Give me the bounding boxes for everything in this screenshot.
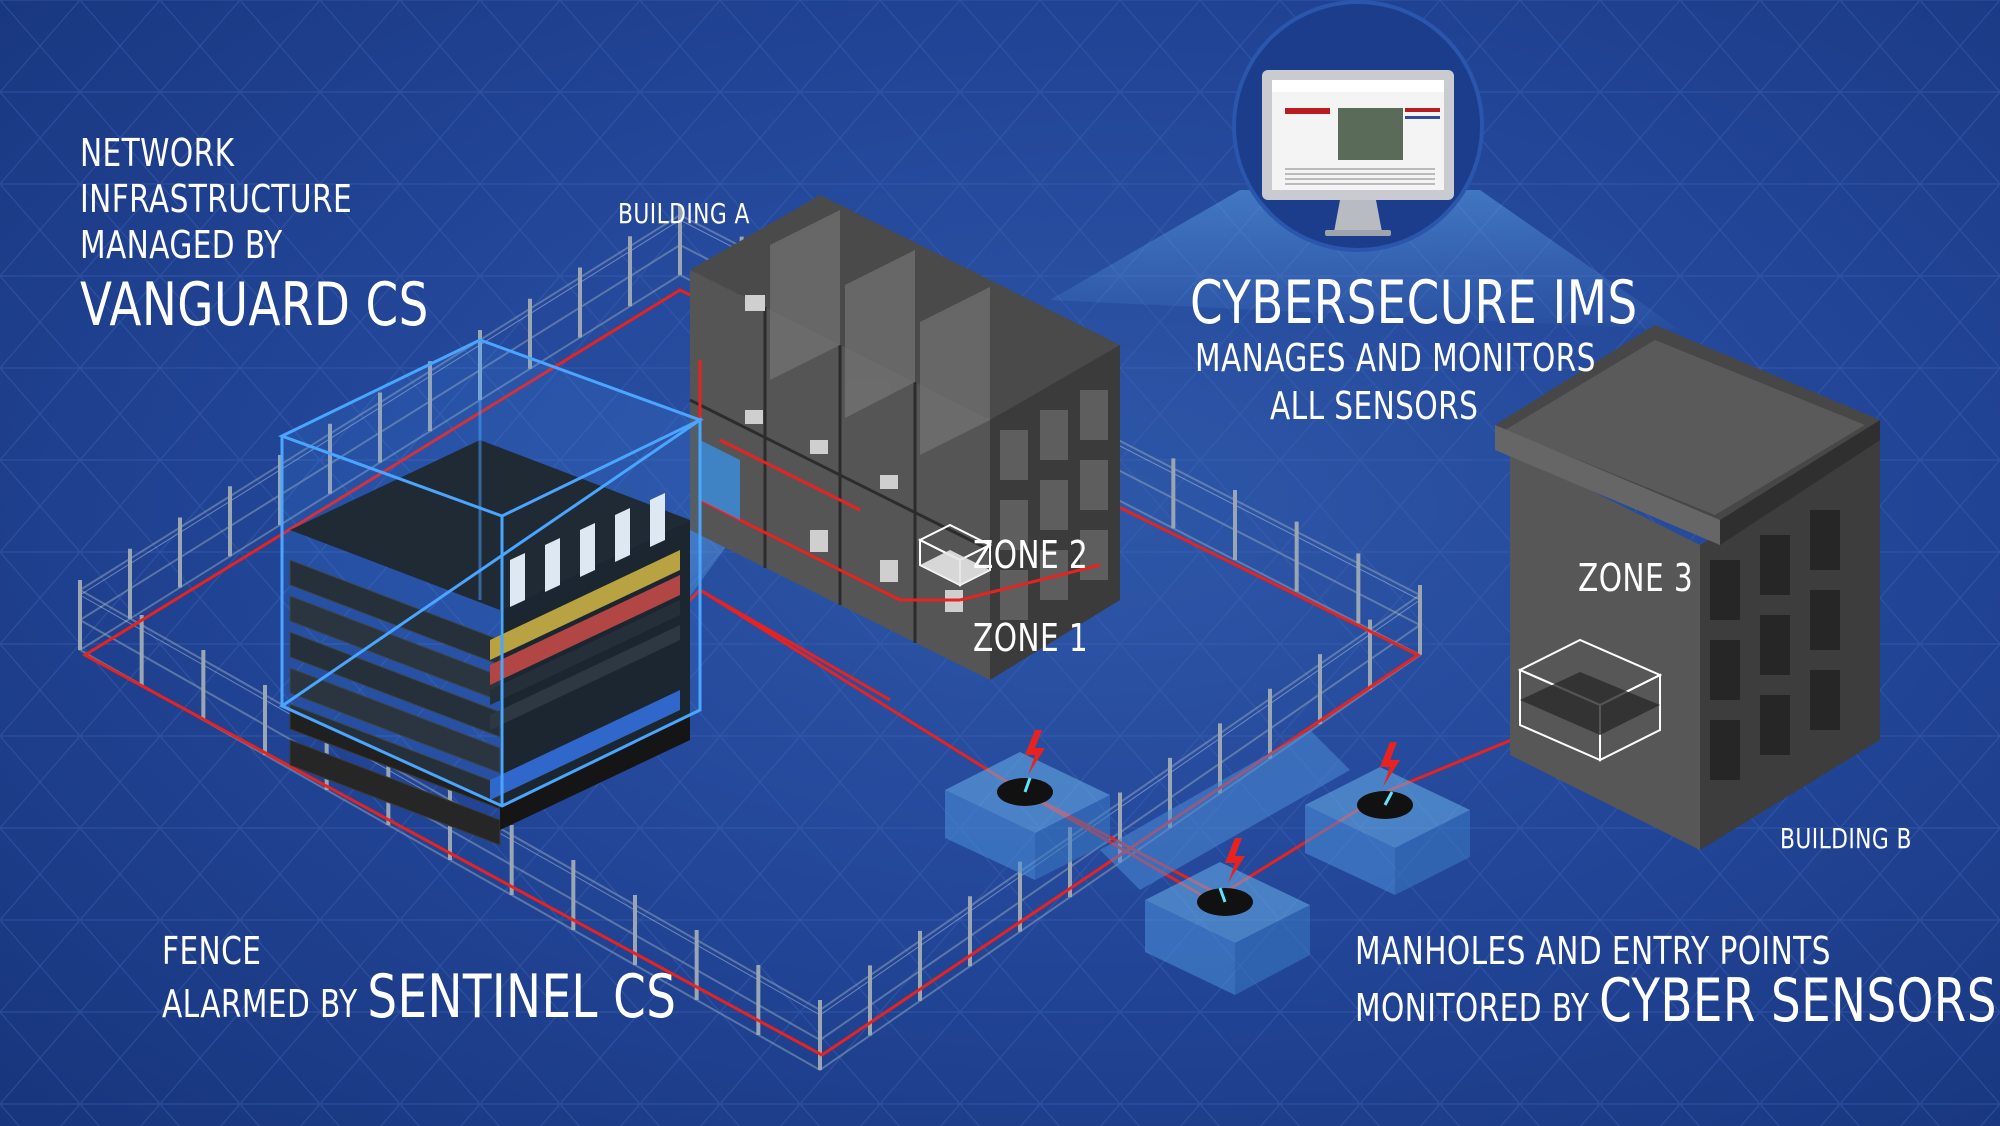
zone2-label: ZONE 2 xyxy=(973,533,1089,577)
zone3-label: ZONE 3 xyxy=(1578,556,1694,600)
manholes-line-2: MONITORED BY CYBER SENSORS xyxy=(1355,966,1997,1043)
ims-line-2: ALL SENSORS xyxy=(1270,384,1479,428)
network-label: NETWORK INFRASTRUCTURE MANAGED BY xyxy=(80,130,352,268)
ims-title: CYBERSECURE IMS xyxy=(1190,268,1638,338)
cyber-sensors-title: CYBER SENSORS xyxy=(1599,966,1997,1036)
network-rack xyxy=(289,440,690,846)
building-b xyxy=(1495,325,1880,850)
ims-monitor xyxy=(1232,0,1484,252)
zone1-link xyxy=(959,563,1101,602)
alarm-bolt-icon xyxy=(1025,730,1400,883)
zone1-label: ZONE 1 xyxy=(973,616,1089,660)
building-a-label: BUILDING A xyxy=(618,197,750,230)
network-line-1: NETWORK xyxy=(80,131,235,175)
fence-line-1: FENCE xyxy=(162,929,262,973)
manholes-prefix: MONITORED BY xyxy=(1355,986,1590,1030)
rack-cube-fill xyxy=(282,340,700,806)
sentinel-cs-title: SENTINEL CS xyxy=(367,962,677,1032)
building-a xyxy=(689,195,1120,680)
fence-line-2: ALARMED BY SENTINEL CS xyxy=(162,962,676,1039)
rack-highlight-cube xyxy=(278,338,704,808)
manholes xyxy=(945,730,1470,995)
fence-alarm-line xyxy=(82,288,1421,1057)
fence-prefix: ALARMED BY xyxy=(162,982,358,1026)
building-b-label: BUILDING B xyxy=(1780,822,1912,855)
rack-unit xyxy=(289,739,501,846)
network-line-2: INFRASTRUCTURE xyxy=(80,177,353,221)
ims-beam xyxy=(1050,190,1680,330)
network-line-3: MANAGED BY xyxy=(80,223,283,267)
ims-line-1: MANAGES AND MONITORS xyxy=(1195,336,1596,380)
vanguard-cs-title: VANGUARD CS xyxy=(80,270,429,340)
manholes-line-1: MANHOLES AND ENTRY POINTS xyxy=(1355,929,1831,973)
